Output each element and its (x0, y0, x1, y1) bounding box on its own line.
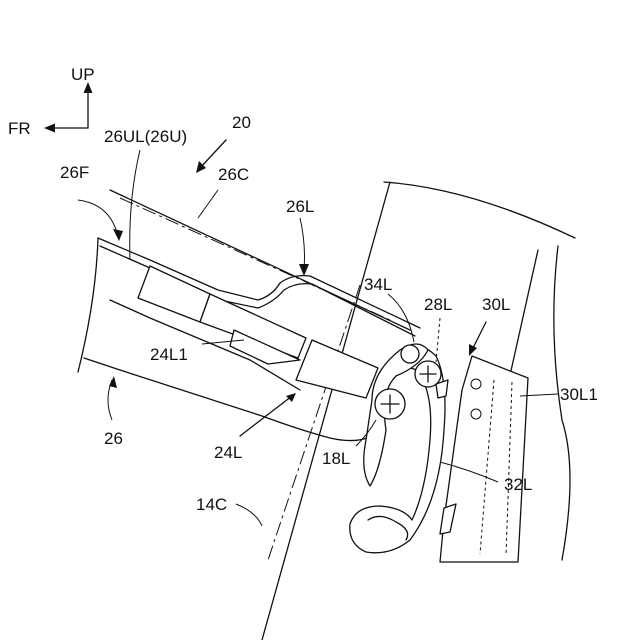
fr-arrow-head (44, 124, 55, 133)
link-block-rear (296, 340, 378, 398)
leader-26-arrow (109, 376, 117, 388)
pin-34l (401, 345, 419, 363)
label-26: 26 (104, 429, 123, 448)
leader-26l (300, 218, 305, 270)
bracket-plate (440, 356, 528, 562)
panel-top-edge (384, 182, 575, 238)
leader-26l-arrow (299, 264, 309, 276)
label-30l1: 30L1 (560, 385, 598, 404)
label-32l: 32L (504, 475, 532, 494)
leader-26f (78, 200, 118, 236)
label-14c: 14C (196, 495, 227, 514)
leader-28l (436, 318, 440, 362)
leader-24l-arrow (286, 393, 296, 402)
leader-24l (240, 396, 292, 436)
leader-14c (236, 504, 262, 526)
leader-26f-arrow (113, 229, 123, 241)
label-26f: 26F (60, 163, 89, 182)
label-26c: 26C (218, 165, 249, 184)
direction-indicator (44, 82, 93, 133)
label-18l: 18L (322, 449, 350, 468)
leader-26c (198, 190, 218, 218)
leader-30l-arrow (469, 344, 477, 356)
label-30l: 30L (482, 295, 510, 314)
frame-front-edge (78, 238, 98, 372)
body-panel-14c (262, 182, 575, 640)
label-24l: 24L (214, 443, 242, 462)
label-fr: FR (8, 119, 31, 138)
leader-20 (200, 140, 226, 168)
link-block-front (138, 266, 210, 322)
link-24l (138, 266, 378, 398)
label-20: 20 (232, 113, 251, 132)
label-26ul: 26UL(26U) (104, 127, 187, 146)
label-24l1: 24L1 (150, 345, 188, 364)
leader-30l (472, 322, 486, 350)
leader-34l (388, 294, 414, 342)
bracket-30l (440, 356, 528, 562)
label-up: UP (71, 65, 95, 84)
leader-26ul (130, 150, 140, 260)
label-26l: 26L (286, 197, 314, 216)
label-28l: 28L (424, 295, 452, 314)
label-34l: 34L (364, 275, 392, 294)
